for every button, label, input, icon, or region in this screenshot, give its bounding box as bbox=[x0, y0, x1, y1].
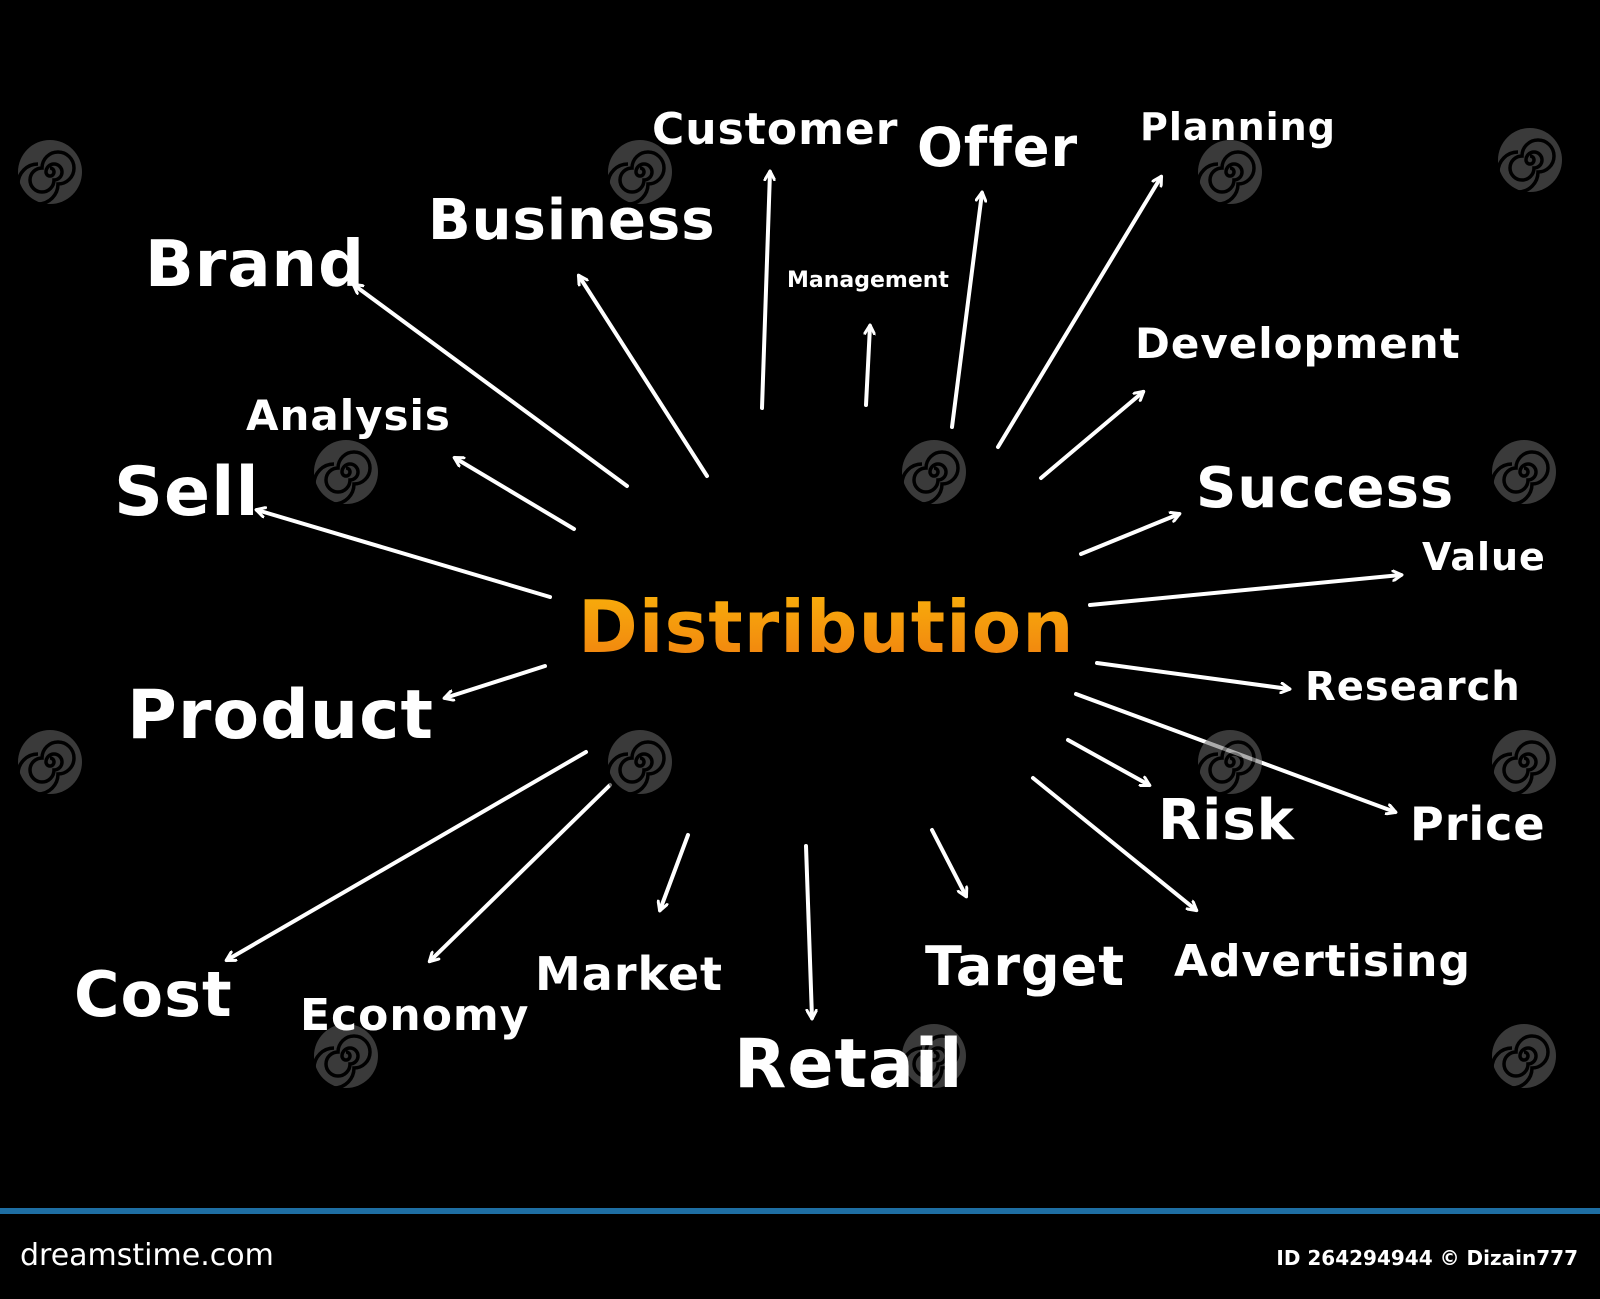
arrow-research bbox=[1095, 661, 1289, 689]
node-management: Management bbox=[787, 268, 949, 293]
spiral-icon bbox=[1490, 440, 1556, 506]
node-development: Development bbox=[1135, 319, 1461, 368]
spiral-icon bbox=[606, 730, 672, 796]
node-value: Value bbox=[1422, 535, 1546, 579]
spiral-icon bbox=[312, 1024, 378, 1090]
footer-image-id: ID 264294944 © Dizain777 bbox=[1276, 1246, 1578, 1270]
arrow-cost bbox=[227, 750, 588, 960]
node-price: Price bbox=[1410, 797, 1546, 851]
node-cost: Cost bbox=[74, 958, 233, 1031]
node-planning: Planning bbox=[1140, 105, 1336, 149]
node-risk: Risk bbox=[1158, 788, 1295, 853]
node-customer: Customer bbox=[652, 104, 899, 155]
arrow-product bbox=[445, 664, 547, 698]
spiral-icon bbox=[900, 440, 966, 506]
arrow-offer bbox=[950, 193, 982, 429]
arrow-risk bbox=[1066, 738, 1149, 787]
footer-bar: dreamstime.com ID 264294944 © Dizain777 bbox=[0, 1208, 1600, 1299]
arrow-analysis bbox=[455, 458, 576, 531]
arrow-success bbox=[1079, 514, 1179, 556]
spiral-icon bbox=[1490, 730, 1556, 796]
spiral-icon bbox=[16, 730, 82, 796]
arrow-brand bbox=[354, 285, 629, 488]
arrow-planning bbox=[996, 177, 1161, 449]
node-target: Target bbox=[925, 935, 1126, 998]
node-sell: Sell bbox=[114, 453, 260, 532]
node-business: Business bbox=[428, 188, 716, 253]
spiral-icon bbox=[1196, 730, 1262, 796]
arrow-economy bbox=[430, 783, 612, 961]
arrow-retail bbox=[804, 844, 812, 1018]
arrows-layer bbox=[0, 0, 1600, 1208]
arrow-development bbox=[1039, 392, 1143, 480]
arrow-management bbox=[866, 326, 870, 407]
node-research: Research bbox=[1305, 664, 1521, 710]
node-success: Success bbox=[1196, 456, 1455, 521]
arrow-business bbox=[579, 276, 709, 478]
spiral-icon bbox=[1490, 1024, 1556, 1090]
arrow-sell bbox=[257, 510, 552, 599]
node-economy: Economy bbox=[300, 990, 530, 1041]
footer-accent-stripe bbox=[0, 1208, 1600, 1214]
arrow-target bbox=[930, 828, 966, 896]
arrow-advertising bbox=[1031, 776, 1196, 910]
spiral-icon bbox=[606, 140, 672, 206]
node-retail: Retail bbox=[734, 1025, 964, 1104]
footer-logo[interactable]: dreamstime.com bbox=[20, 1238, 274, 1273]
center-node: Distribution bbox=[578, 585, 1075, 669]
node-market: Market bbox=[535, 947, 724, 1001]
arrow-customer bbox=[760, 172, 770, 410]
node-analysis: Analysis bbox=[246, 391, 451, 440]
spiral-icon bbox=[312, 440, 378, 506]
node-product: Product bbox=[127, 676, 434, 755]
arrow-value bbox=[1088, 575, 1401, 607]
node-advertising: Advertising bbox=[1174, 936, 1471, 987]
node-offer: Offer bbox=[917, 116, 1079, 179]
arrow-market bbox=[660, 833, 690, 910]
spiral-icon bbox=[16, 140, 82, 206]
node-brand: Brand bbox=[145, 228, 365, 302]
spiral-icon bbox=[1196, 140, 1262, 206]
spiral-icon bbox=[900, 1024, 966, 1090]
spiral-icon bbox=[1496, 128, 1562, 194]
mind-map-board: Distribution Brand Business Customer Man… bbox=[0, 0, 1600, 1208]
